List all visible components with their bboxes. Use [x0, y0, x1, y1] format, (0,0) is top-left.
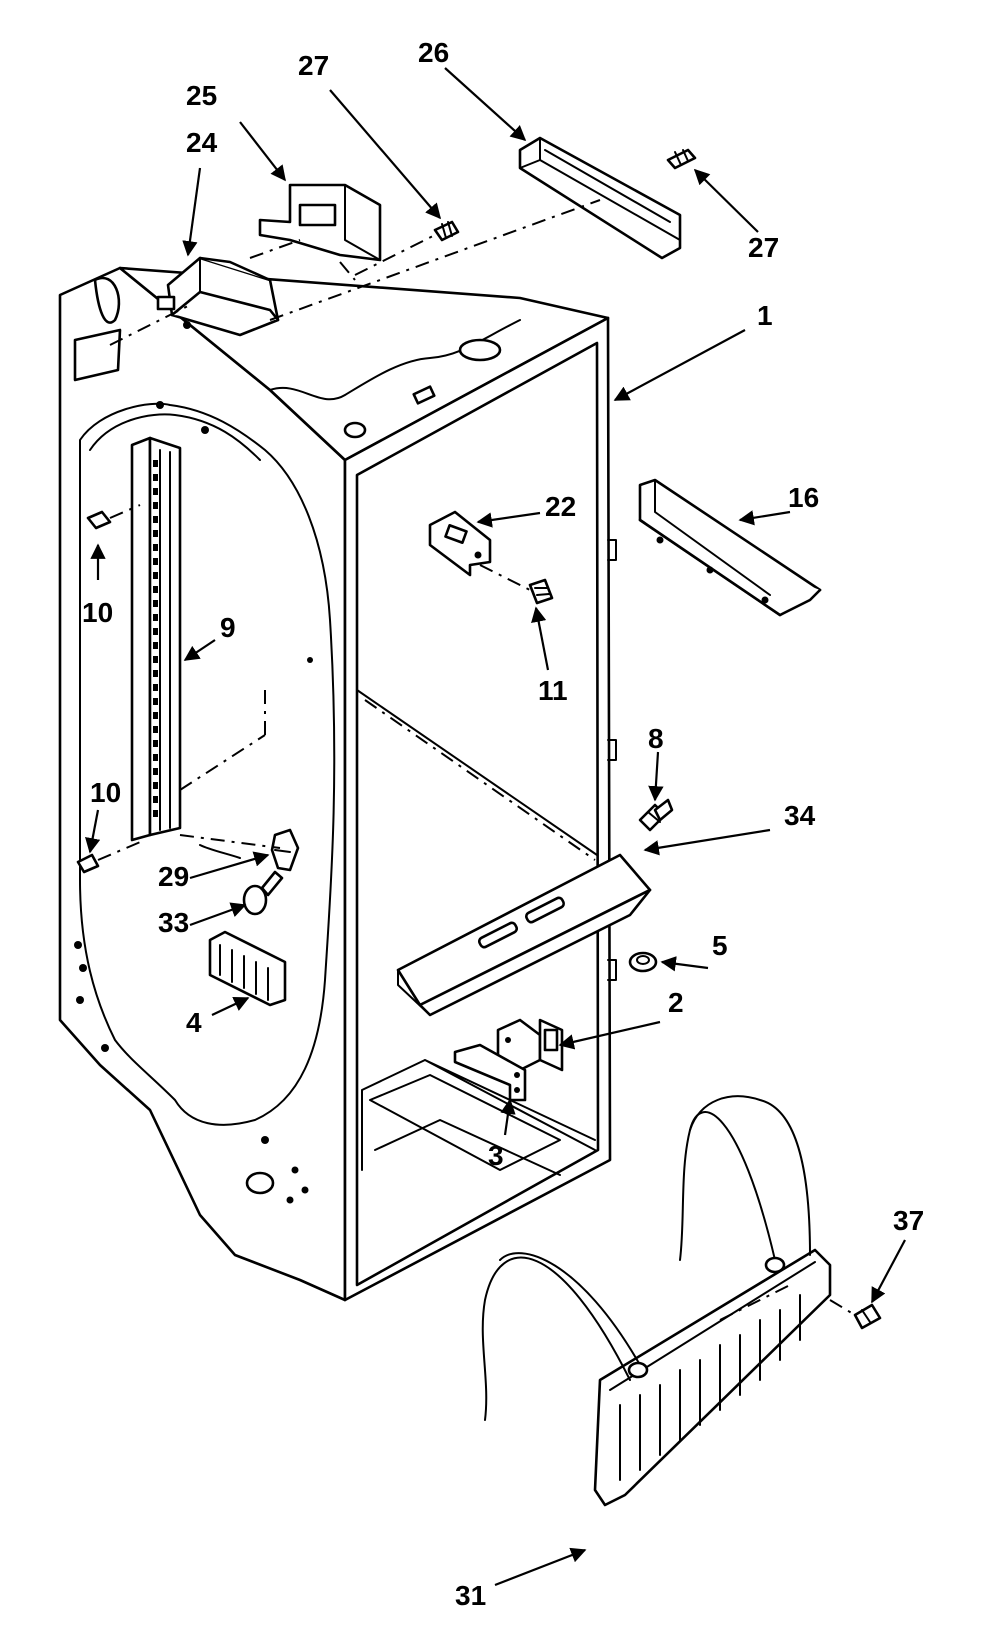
ladder-slots [153, 460, 158, 817]
ladder-slot [153, 712, 158, 719]
screw-10-top [86, 504, 141, 530]
dash-line-9 [179, 657, 313, 791]
callout-26: 26 [418, 37, 449, 68]
ladder-slot [153, 740, 158, 747]
bracket-22 [428, 510, 531, 591]
cross-rail [396, 853, 652, 1017]
ladder-slot [153, 544, 158, 551]
callout-11: 11 [538, 675, 568, 706]
ladder-slot [153, 782, 158, 789]
callout-3: 3 [488, 1140, 504, 1171]
callout-31: 31 [455, 1580, 486, 1611]
callout-27-left: 27 [298, 50, 329, 81]
shelf-ladder [130, 436, 182, 842]
screw-37 [829, 1299, 882, 1330]
ladder-slot [153, 768, 158, 775]
grommet-5 [628, 951, 658, 973]
callout-10-top: 10 [82, 597, 113, 628]
fastener-8 [638, 798, 674, 832]
ladder-slot [153, 684, 158, 691]
callout-4: 4 [186, 1007, 202, 1038]
ladder-slot [153, 586, 158, 593]
callout-8: 8 [648, 723, 664, 754]
screw-11 [528, 578, 554, 605]
vent-4 [208, 930, 287, 1007]
ladder-slot [153, 558, 158, 565]
ladder-slot [153, 600, 158, 607]
callout-1: 1 [757, 300, 773, 331]
callout-33: 33 [158, 907, 189, 938]
ladder-slot [153, 474, 158, 481]
ladder-slot [153, 754, 158, 761]
ladder-slot [153, 698, 158, 705]
ladder-slot [153, 810, 158, 817]
callout-5: 5 [712, 930, 728, 961]
control-housing [109, 256, 280, 346]
control-bracket [249, 183, 382, 281]
callout-9: 9 [220, 612, 236, 643]
ladder-slot [153, 628, 158, 635]
ladder-slot [153, 516, 158, 523]
ladder-slot [153, 656, 158, 663]
bracket-2 [496, 1018, 564, 1072]
ladder-slot [153, 502, 158, 509]
callout-labels: 1 2 3 4 5 8 9 10 10 11 16 22 24 25 26 27… [82, 37, 924, 1611]
callout-34: 34 [784, 800, 816, 831]
ladder-slot [153, 460, 158, 467]
side-channel [638, 478, 822, 617]
ladder-slot [153, 488, 158, 495]
callout-37: 37 [893, 1205, 924, 1236]
callout-25: 25 [186, 80, 217, 111]
ladder-slot [153, 572, 158, 579]
screw-10-bottom [76, 839, 146, 874]
top-rail [269, 136, 682, 321]
ladder-slot [153, 530, 158, 537]
ladder-slot [153, 670, 158, 677]
ladder-slot [153, 726, 158, 733]
screw-27a [354, 220, 460, 276]
ladder-slot [153, 796, 158, 803]
lamp-socket-29 [179, 828, 300, 872]
screw-27b [666, 148, 697, 170]
bracket-3 [453, 1043, 527, 1102]
heater-31 [481, 1095, 832, 1507]
callout-22: 22 [545, 491, 576, 522]
ladder-slot [153, 642, 158, 649]
callout-24: 24 [186, 127, 218, 158]
callout-10-bottom: 10 [90, 777, 121, 808]
callout-29: 29 [158, 861, 189, 892]
callout-27-right: 27 [748, 232, 779, 263]
callout-16: 16 [788, 482, 819, 513]
ladder-slot [153, 614, 158, 621]
callout-2: 2 [668, 987, 684, 1018]
bulb-33 [242, 870, 284, 916]
leader-lines [85, 67, 906, 1587]
